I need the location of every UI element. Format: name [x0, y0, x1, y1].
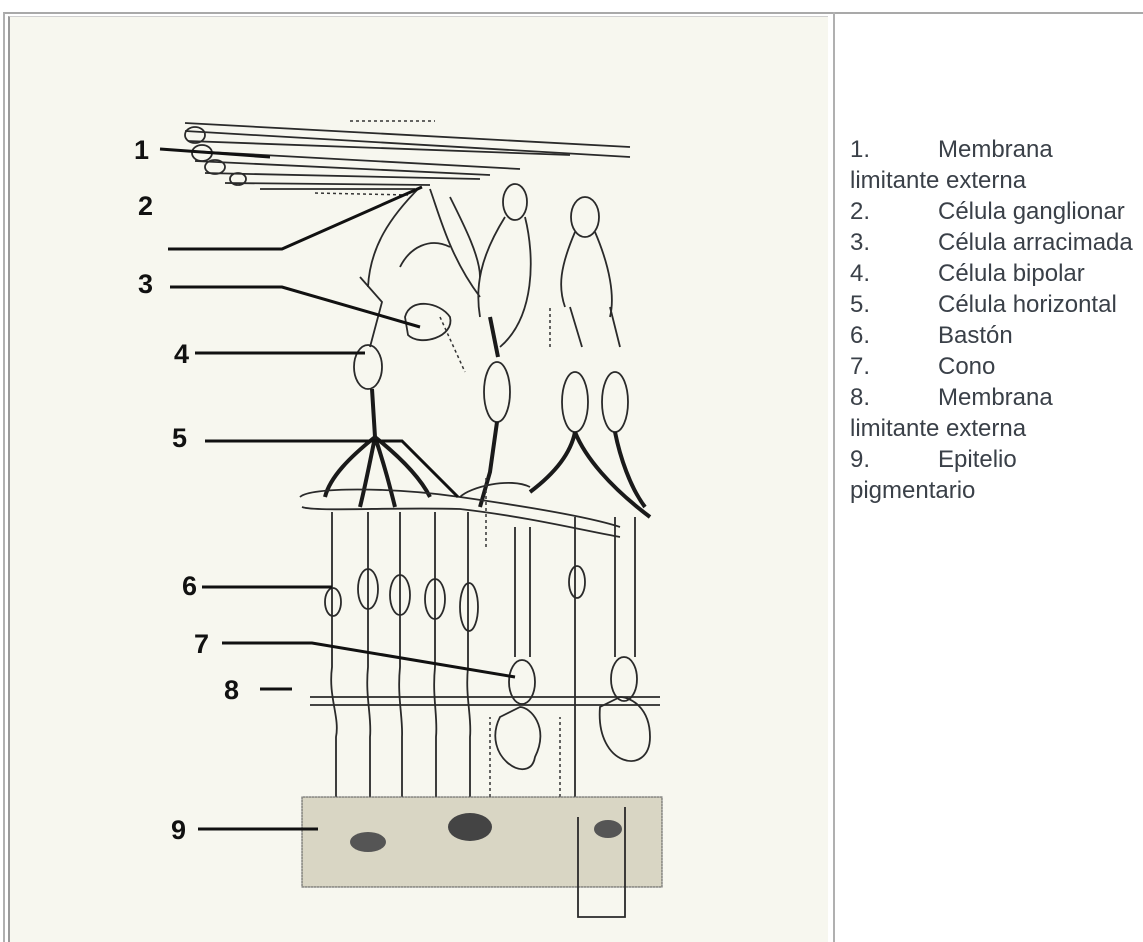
cell-divider — [833, 12, 835, 942]
legend-list: 1.Membrana limitante externa 2.Célula ga… — [850, 134, 1143, 506]
label-6: 6 — [182, 571, 197, 601]
legend-item: 7.Cono — [850, 351, 1143, 382]
legend-item: 5.Célula horizontal — [850, 289, 1143, 320]
label-5: 5 — [172, 423, 187, 453]
legend-item-text: Célula horizontal — [938, 291, 1117, 318]
legend-item: 6.Bastón — [850, 320, 1143, 351]
label-8: 8 — [224, 675, 239, 705]
legend-item: 1.Membrana limitante externa — [850, 134, 1143, 196]
amacrine-cell — [405, 304, 465, 372]
legend-item-text: Célula ganglionar — [938, 198, 1125, 225]
pigment-epithelium — [302, 797, 662, 917]
label-4: 4 — [174, 339, 189, 369]
label-1: 1 — [134, 135, 149, 165]
legend-item: 3.Célula arracimada — [850, 227, 1143, 258]
label-7: 7 — [194, 629, 209, 659]
legend-item-text: Bastón — [938, 322, 1013, 349]
nerve-fibers — [185, 121, 630, 195]
label-2: 2 — [138, 191, 153, 221]
legend-item: 4.Célula bipolar — [850, 258, 1143, 289]
legend-item-text: Célula arracimada — [938, 229, 1133, 256]
legend-item-text: Cono — [938, 353, 995, 380]
legend-item: 2.Célula ganglionar — [850, 196, 1143, 227]
legend-item-text: Célula bipolar — [938, 260, 1085, 287]
legend-item: 9.Epitelio pigmentario — [850, 444, 1143, 506]
page-header-strip — [0, 0, 1143, 12]
retina-diagram-panel: 1 2 3 4 5 6 7 8 9 — [8, 16, 828, 942]
horizontal-cell — [300, 477, 620, 547]
label-3: 3 — [138, 269, 153, 299]
retina-diagram: 1 2 3 4 5 6 7 8 9 — [10, 17, 828, 942]
label-9: 9 — [171, 815, 186, 845]
label-numbers: 1 2 3 4 5 6 7 8 9 — [134, 135, 239, 845]
legend-item: 8.Membrana limitante externa — [850, 382, 1143, 444]
